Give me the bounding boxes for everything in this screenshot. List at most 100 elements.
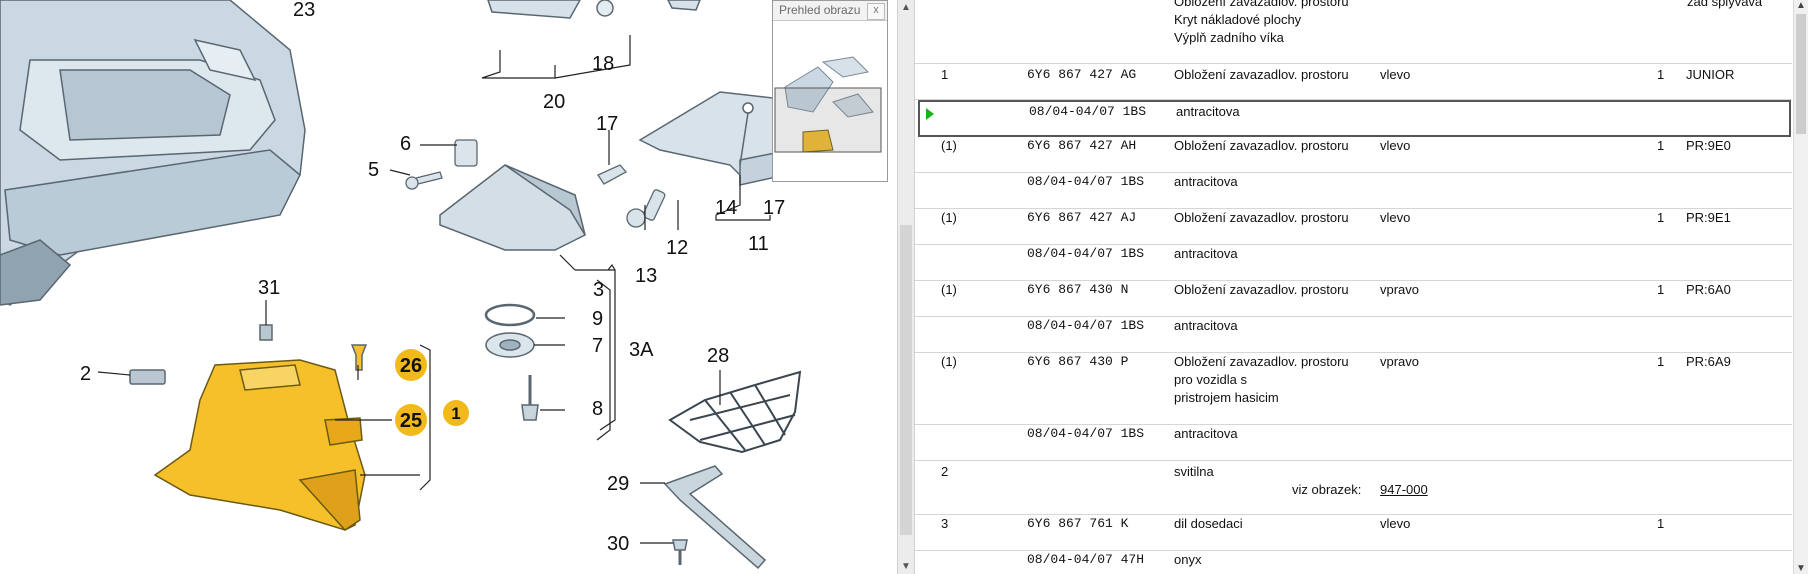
clip-and-screw (405, 139, 478, 190)
table-row[interactable]: 08/04-04/07 1BS antracitova (915, 172, 1792, 209)
badge-26[interactable]: 26 (395, 349, 427, 381)
row-pos: (1) (941, 138, 957, 153)
part-11-tray (638, 91, 791, 186)
callout-3[interactable]: 3 (593, 279, 604, 301)
row-partno: 6Y6 867 427 AJ (1027, 210, 1137, 225)
bracket-29 (663, 465, 767, 570)
callout-30[interactable]: 30 (607, 533, 629, 555)
scroll-up-arrow[interactable]: ▲ (1796, 0, 1806, 11)
callout-23[interactable]: 23 (293, 0, 315, 21)
table-row[interactable]: 08/04-04/07 1BS antracitova (915, 244, 1792, 281)
overview-title: Prehled obrazu (773, 1, 887, 21)
callout-13[interactable]: 13 (635, 265, 657, 287)
callout-7[interactable]: 7 (592, 335, 603, 357)
table-row[interactable]: 1 6Y6 867 427 AG Obložení zavazadlov. pr… (915, 63, 1792, 100)
lamp-and-pins (129, 324, 368, 385)
header-desc-line1: Obložení zavazadlov. prostoru (1174, 0, 1349, 9)
selection-marker-icon (926, 108, 934, 120)
row-qty: 1 (1657, 67, 1665, 82)
callout-31[interactable]: 31 (258, 277, 280, 299)
row-desc: onyx (1174, 552, 1202, 567)
row-desc: antracitova (1174, 318, 1238, 333)
parts-diagram-svg: 26 25 1 23 18 20 17 6 5 17 14 11 12 13 3… (0, 0, 802, 570)
row-desc: antracitova (1174, 426, 1238, 441)
row-partno: 08/04-04/07 1BS (1027, 318, 1145, 333)
row-pos: 3 (941, 516, 949, 531)
callout-28[interactable]: 28 (707, 345, 729, 367)
scroll-thumb[interactable] (1796, 14, 1806, 134)
row-side: vlevo (1380, 516, 1411, 531)
row-partno: 6Y6 867 430 N (1027, 282, 1129, 297)
part-3-tray (439, 164, 586, 251)
callout-8[interactable]: 8 (592, 398, 603, 420)
row-side: vlevo (1380, 67, 1411, 82)
table-row[interactable]: (1) 6Y6 867 430 N Obložení zavazadlov. p… (915, 280, 1792, 317)
row-remark: PR:6A0 (1686, 282, 1731, 297)
row-desc: Obložení zavazadlov. prostoru (1174, 67, 1349, 82)
table-row[interactable]: 2 svitilna viz obrazek: 947-000 (915, 460, 1792, 515)
parts-diagram[interactable]: 26 25 1 23 18 20 17 6 5 17 14 11 12 13 3… (0, 0, 897, 574)
row-desc: dil dosedaci (1174, 516, 1243, 531)
splitter-up-arrow[interactable]: ▲ (901, 2, 911, 13)
badge-26-text: 26 (400, 355, 422, 377)
splitter-scroll-thumb[interactable] (900, 225, 912, 535)
table-row[interactable]: (1) 6Y6 867 427 AH Obložení zavazadlov. … (915, 136, 1792, 173)
callout-3A[interactable]: 3A (629, 339, 654, 361)
row-remark: JUNIOR (1686, 67, 1735, 82)
callout-5[interactable]: 5 (368, 159, 379, 181)
badge-25[interactable]: 25 (395, 404, 427, 436)
row-pos: 2 (941, 464, 949, 479)
see-figure-link[interactable]: 947-000 (1380, 482, 1428, 497)
callout-14[interactable]: 14 (715, 197, 737, 219)
callout-11[interactable]: 11 (748, 233, 769, 255)
row-side: vpravo (1380, 354, 1420, 369)
row-side: vlevo (1380, 138, 1411, 153)
pane-splitter[interactable]: ▲ ▼ (897, 0, 915, 574)
row-desc: antracitova (1176, 104, 1240, 119)
row-side: vpravo (1380, 282, 1420, 297)
table-row[interactable]: 08/04-04/07 47H onyx (915, 550, 1792, 574)
table-scrollbar[interactable]: ▲ ▼ (1793, 0, 1808, 574)
row-desc: Obložení zavazadlov. prostoru (1174, 138, 1349, 153)
table-row[interactable]: (1) 6Y6 867 427 AJ Obložení zavazadlov. … (915, 208, 1792, 245)
header-desc-line2: Kryt nákladové plochy (1174, 12, 1302, 27)
splitter-down-arrow[interactable]: ▼ (901, 561, 911, 572)
row-partno: 6Y6 867 427 AH (1027, 138, 1137, 153)
row-qty: 1 (1657, 138, 1665, 153)
callout-17a[interactable]: 17 (596, 113, 618, 135)
row-partno: 6Y6 867 427 AG (1027, 67, 1137, 82)
row-partno: 08/04-04/07 1BS (1027, 246, 1145, 261)
row-desc: antracitova (1174, 174, 1238, 189)
row-qty: 1 (1657, 354, 1665, 369)
row-pos: (1) (941, 354, 957, 369)
callout-29[interactable]: 29 (607, 473, 629, 495)
row-remark: PR:6A9 (1686, 354, 1731, 369)
row-pos: (1) (941, 282, 957, 297)
header-remark: zad splývavá (1687, 0, 1763, 9)
overview-panel[interactable]: Prehled obrazu x (772, 0, 888, 182)
table-row[interactable]: 08/04-04/07 1BS antracitova (915, 316, 1792, 353)
callout-18[interactable]: 18 (592, 53, 614, 75)
table-header-row: Obložení zavazadlov. prostoru Kryt nákla… (915, 0, 1792, 64)
overview-thumbnail[interactable] (773, 22, 887, 182)
top-panel-parts (487, 0, 701, 19)
row-partno: 6Y6 867 761 K (1027, 516, 1129, 531)
scroll-down-arrow[interactable]: ▼ (1796, 563, 1806, 574)
small-fasteners (597, 164, 666, 228)
callout-12[interactable]: 12 (666, 237, 688, 259)
callout-2[interactable]: 2 (80, 363, 91, 385)
table-row[interactable]: (1) 6Y6 867 430 P Obložení zavazadlov. p… (915, 352, 1792, 425)
callout-17b[interactable]: 17 (763, 197, 785, 219)
overview-close-button[interactable]: x (867, 3, 885, 20)
row-desc-line3: pristrojem hasicim (1174, 390, 1279, 405)
badge-1[interactable]: 1 (443, 400, 469, 426)
speaker-parts (484, 303, 539, 421)
row-desc: Obložení zavazadlov. prostoru (1174, 282, 1349, 297)
callout-9[interactable]: 9 (592, 308, 603, 330)
table-row[interactable]: 08/04-04/07 1BS antracitova (915, 424, 1792, 461)
table-row-selected[interactable]: 08/04-04/07 1BS antracitova (918, 100, 1791, 137)
table-row[interactable]: 3 6Y6 867 761 K dil dosedaci vlevo 1 (915, 514, 1792, 551)
callout-20[interactable]: 20 (543, 91, 565, 113)
badge-25-text: 25 (400, 410, 422, 432)
callout-6[interactable]: 6 (400, 133, 411, 155)
